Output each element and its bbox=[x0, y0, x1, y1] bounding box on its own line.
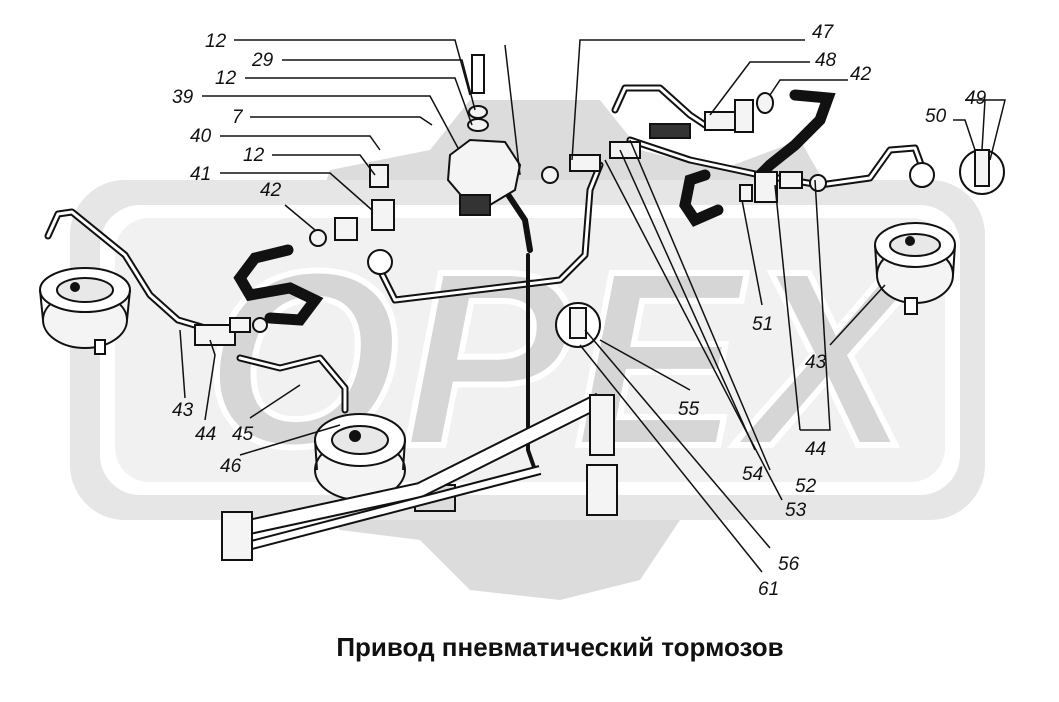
callout-43-left: 43 bbox=[172, 400, 194, 421]
callout-42-left: 42 bbox=[260, 180, 282, 201]
leader-42-right bbox=[769, 79, 848, 96]
pipe-right-chamber-core bbox=[628, 138, 927, 187]
callout-45: 45 bbox=[232, 424, 254, 445]
fitting-cluster-48 bbox=[704, 92, 774, 133]
leader-29 bbox=[282, 59, 476, 111]
pipe-right-top bbox=[611, 84, 709, 129]
pipe-left-lower-core bbox=[238, 356, 347, 412]
leader-43-right bbox=[829, 284, 886, 346]
linkage-rod bbox=[221, 392, 618, 561]
leader-52 bbox=[629, 139, 771, 471]
callout-44-right: 44 bbox=[805, 439, 826, 460]
callout-56: 56 bbox=[778, 554, 800, 575]
leader-54 bbox=[619, 149, 756, 451]
brake-chamber-right bbox=[874, 222, 956, 315]
callout-7: 7 bbox=[232, 107, 244, 128]
hose-left bbox=[233, 244, 324, 326]
callout-49: 49 bbox=[965, 88, 987, 109]
leader-42-left bbox=[284, 204, 316, 231]
callout-39: 39 bbox=[172, 87, 194, 108]
leader-50 bbox=[953, 119, 976, 151]
leader-55 bbox=[599, 339, 691, 391]
callout-61: 61 bbox=[758, 579, 779, 600]
pipe-right-top-core bbox=[613, 86, 707, 127]
callout-55: 55 bbox=[678, 399, 700, 420]
hose-right-upper bbox=[754, 89, 836, 181]
leader-46 bbox=[239, 424, 341, 456]
leader-61 bbox=[579, 344, 763, 573]
callout-51: 51 bbox=[752, 314, 773, 335]
pipe-central-long-core bbox=[378, 163, 602, 302]
leader-44-left bbox=[204, 339, 216, 421]
leader-47 bbox=[571, 39, 805, 161]
leader-51 bbox=[741, 199, 763, 306]
fitting-detail-55 bbox=[555, 302, 601, 348]
pipe-valve-down bbox=[502, 187, 533, 253]
fitting-cluster-41 bbox=[309, 164, 395, 275]
callout-12-top: 12 bbox=[205, 31, 227, 52]
leader-12-third bbox=[272, 154, 376, 176]
callout-46: 46 bbox=[220, 456, 242, 477]
brake-chamber-left bbox=[39, 267, 131, 355]
callout-41: 41 bbox=[190, 164, 211, 185]
fitting-detail-49 bbox=[909, 149, 1005, 195]
fitting-cluster-51 bbox=[739, 171, 827, 203]
leader-43-left bbox=[179, 329, 186, 399]
leader-49 bbox=[965, 99, 1006, 161]
rod-central bbox=[526, 253, 537, 472]
leader-12-second bbox=[245, 77, 473, 126]
leader-41 bbox=[220, 172, 373, 211]
callout-53: 53 bbox=[785, 500, 807, 521]
tee-fitting-left bbox=[194, 317, 268, 346]
callout-52: 52 bbox=[795, 476, 817, 497]
callout-50: 50 bbox=[925, 106, 947, 127]
leader-53 bbox=[604, 159, 783, 501]
hose-right-lower bbox=[679, 169, 724, 227]
callout-12-third: 12 bbox=[243, 145, 265, 166]
leader-48 bbox=[709, 61, 810, 116]
leader-44-right bbox=[774, 179, 831, 431]
callout-12-second: 12 bbox=[215, 68, 237, 89]
leader-56 bbox=[584, 329, 771, 549]
leader-40 bbox=[220, 135, 381, 151]
callout-54: 54 bbox=[742, 464, 763, 485]
leader-12-top bbox=[234, 39, 471, 96]
callout-44-left: 44 bbox=[195, 424, 216, 445]
callout-47: 47 bbox=[812, 22, 835, 43]
pipe-left-upper-core bbox=[46, 210, 207, 330]
leader-7 bbox=[250, 116, 433, 126]
callout-48: 48 bbox=[815, 50, 837, 71]
leader-12-right bbox=[504, 44, 521, 176]
diagram-caption: Привод пневматический тормозов bbox=[336, 632, 784, 662]
callout-29: 29 bbox=[251, 50, 274, 71]
leader-39 bbox=[202, 95, 459, 149]
callout-42-right: 42 bbox=[850, 64, 872, 85]
leader-45 bbox=[249, 384, 301, 419]
callout-40: 40 bbox=[190, 126, 212, 147]
brake-valve bbox=[446, 54, 522, 216]
callout-43-right: 43 bbox=[805, 352, 827, 373]
